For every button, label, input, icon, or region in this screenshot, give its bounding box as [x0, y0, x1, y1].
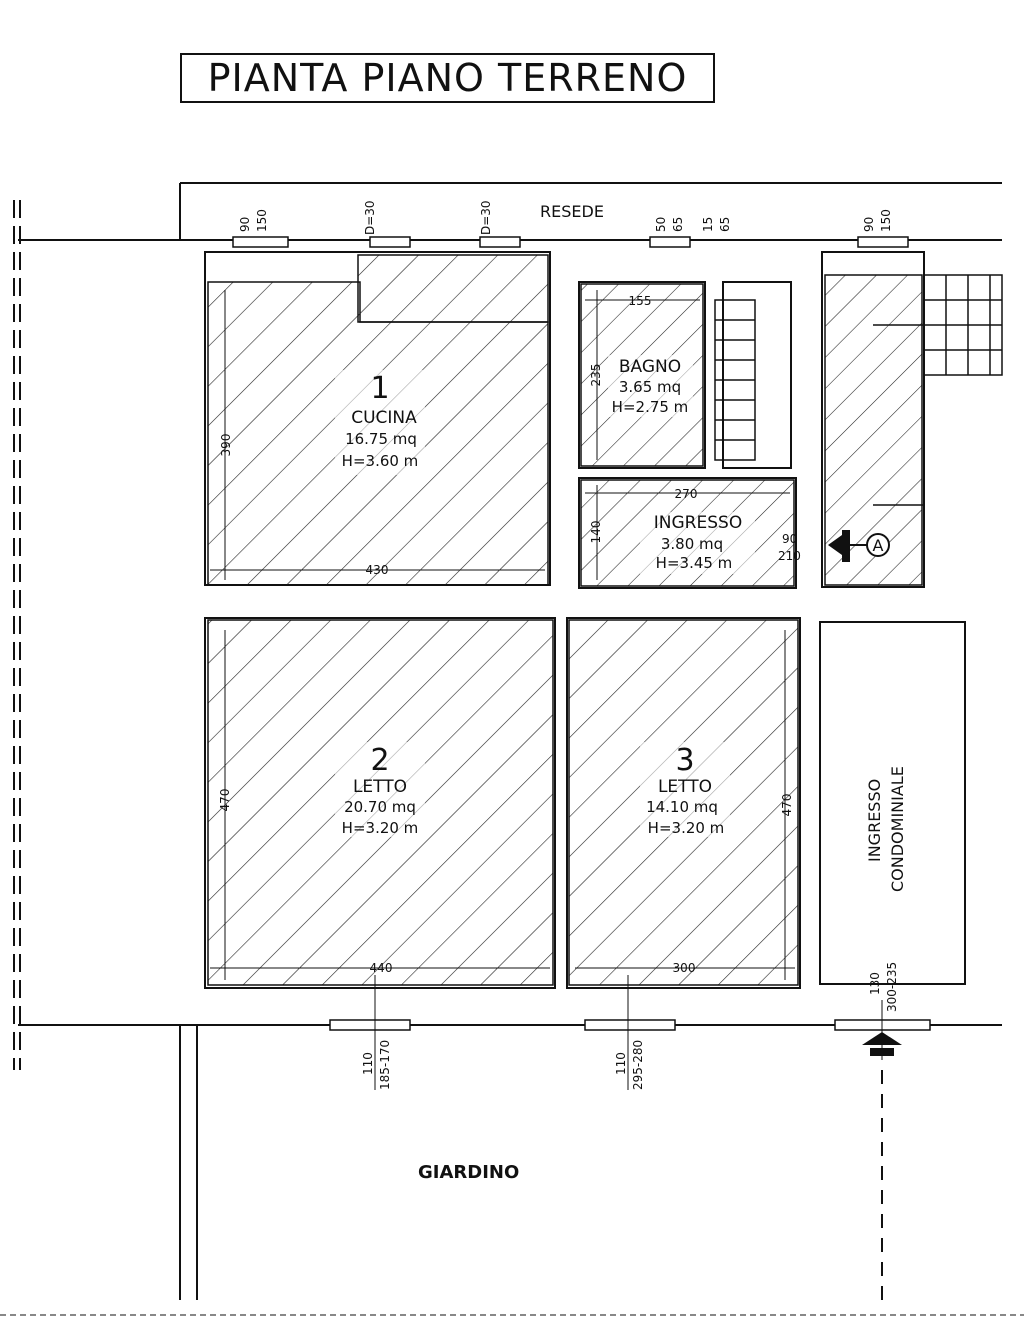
letto3-width: 300 [673, 961, 696, 975]
ingresso-condominiale-label-2: CONDOMINIALE [888, 766, 907, 892]
svg-text:90: 90 [782, 532, 797, 546]
dimension-labels: 430 390 155 235 270 140 440 470 300 470 [218, 294, 794, 975]
room-area: 3.65 mq [619, 378, 681, 396]
resede-label: RESEDE [540, 202, 604, 221]
section-marker-label: A [873, 536, 884, 555]
letto2-width: 440 [370, 961, 393, 975]
svg-text:15: 15 [701, 217, 715, 232]
room-area: 20.70 mq [344, 798, 416, 816]
room-cucina: 1 CUCINA 16.75 mq H=3.60 m [335, 370, 425, 475]
ingresso-depth: 140 [589, 521, 603, 544]
stairs [714, 274, 1003, 506]
room-area: 3.80 mq [661, 535, 723, 553]
title-box: PIANTA PIANO TERRENO [180, 53, 715, 103]
room-name: BAGNO [619, 357, 681, 377]
cucina-width: 430 [366, 563, 389, 577]
room-height: H=2.75 m [612, 398, 689, 416]
room-name: LETTO [353, 777, 407, 797]
room-area: 16.75 mq [345, 430, 417, 448]
room-ingresso: INGRESSO 3.80 mq H=3.45 m [640, 512, 755, 574]
room-name: LETTO [658, 777, 712, 797]
svg-text:150: 150 [255, 209, 269, 232]
letto3-depth: 470 [780, 794, 794, 817]
svg-text:295-280: 295-280 [631, 1040, 645, 1090]
room-height: H=3.20 m [342, 819, 419, 837]
room-area: 14.10 mq [646, 798, 718, 816]
cucina-depth: 390 [219, 434, 233, 457]
svg-text:150: 150 [879, 209, 893, 232]
room-number: 2 [370, 743, 389, 778]
svg-text:185-170: 185-170 [378, 1040, 392, 1090]
svg-text:90: 90 [238, 217, 252, 232]
giardino-label: GIARDINO [418, 1162, 519, 1183]
svg-text:D=30: D=30 [363, 200, 377, 235]
svg-text:210: 210 [778, 549, 801, 563]
svg-text:130: 130 [868, 972, 882, 995]
svg-text:110: 110 [614, 1052, 628, 1075]
property-line-left [13, 200, 21, 1070]
room-height: H=3.20 m [648, 819, 725, 837]
condo-entry-arrow [862, 1032, 902, 1056]
letto2-depth: 470 [218, 789, 232, 812]
svg-text:65: 65 [718, 217, 732, 232]
room-letto-2: 2 LETTO 20.70 mq H=3.20 m [335, 742, 425, 837]
room-height: H=3.45 m [656, 554, 733, 572]
ingresso-condominiale-label-1: INGRESSO [865, 779, 884, 862]
svg-text:90: 90 [862, 217, 876, 232]
room-height: H=3.60 m [342, 452, 419, 470]
svg-text:110: 110 [361, 1052, 375, 1075]
ingresso-width: 270 [675, 487, 698, 501]
entrance-marker: A [828, 530, 890, 562]
room-name: INGRESSO [654, 513, 742, 533]
bagno-width: 155 [629, 294, 652, 308]
svg-text:65: 65 [671, 217, 685, 232]
opening-labels: 90 150 D=30 D=30 50 65 15 65 90 150 90 2… [238, 200, 899, 1090]
bagno-depth: 235 [589, 364, 603, 387]
room-letto-3: 3 LETTO 14.10 mq H=3.20 m [640, 742, 730, 837]
svg-text:D=30: D=30 [479, 200, 493, 235]
page-title: PIANTA PIANO TERRENO [207, 56, 688, 100]
room-bagno: BAGNO 3.65 mq H=2.75 m [608, 355, 693, 417]
room-number: 1 [370, 371, 389, 406]
svg-text:300-235: 300-235 [885, 962, 899, 1012]
dimension-lines [210, 290, 883, 1300]
room-hatching [207, 254, 923, 986]
room-number: 3 [675, 743, 694, 778]
svg-text:50: 50 [654, 217, 668, 232]
room-name: CUCINA [351, 408, 417, 428]
